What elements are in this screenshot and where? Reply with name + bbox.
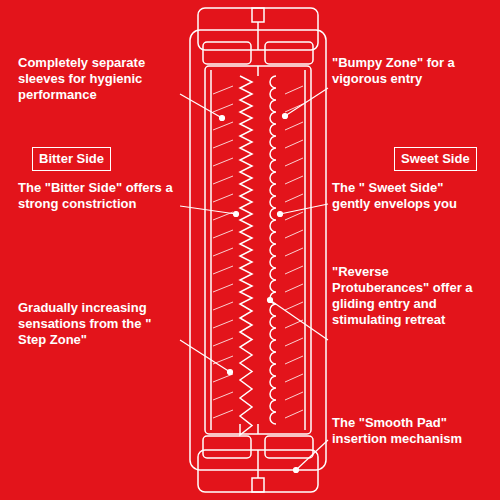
bitter-side-wall xyxy=(240,76,252,435)
hatch-line xyxy=(285,158,303,166)
leader-line xyxy=(280,204,328,214)
hatch-line xyxy=(213,86,233,94)
leader-dot xyxy=(283,114,288,119)
leader-lines xyxy=(180,88,328,473)
callout-text: The "Bitter Side" offers a strong constr… xyxy=(18,180,178,212)
bottom-notch xyxy=(252,478,264,492)
hatch-line xyxy=(213,266,233,274)
hatch-line xyxy=(285,212,303,220)
callout-text: "Bumpy Zone" for a vigorous entry xyxy=(332,55,484,87)
hatch-line xyxy=(213,374,233,382)
hatch-line xyxy=(285,140,303,148)
hatch-line xyxy=(285,194,303,202)
outer-body xyxy=(190,30,326,470)
side-tag-text: Sweet Side xyxy=(401,151,470,166)
top-cap xyxy=(198,8,318,50)
hatch-line xyxy=(213,248,233,256)
sleeve-wall xyxy=(304,70,306,430)
hatch-line xyxy=(213,284,233,292)
hatch-line xyxy=(285,176,303,184)
side-tag-text: Bitter Side xyxy=(39,151,104,166)
callout-text: The " Sweet Side" gently envelops you xyxy=(332,180,484,212)
leader-dot xyxy=(294,468,299,473)
callout-text: "Reverse Protuberances" offer a gliding … xyxy=(332,264,487,328)
sleeve-split xyxy=(257,66,259,76)
hatch-line xyxy=(285,302,303,310)
sleeve-end-cap xyxy=(203,42,251,64)
hatch-line xyxy=(213,338,233,346)
side-tag-box: Sweet Side xyxy=(394,147,477,171)
hatch-line xyxy=(213,302,233,310)
hatch-line xyxy=(213,194,233,202)
hatch-line xyxy=(213,392,233,400)
hatch-line xyxy=(213,104,233,112)
leader-line xyxy=(285,88,328,116)
sleeve-housing xyxy=(205,66,311,434)
sweet-side-wall xyxy=(270,76,276,424)
hatch-line xyxy=(213,122,233,130)
hatch-line xyxy=(285,284,303,292)
leader-line xyxy=(180,94,222,118)
sleeve-split xyxy=(257,424,259,434)
leader-line xyxy=(180,206,236,214)
top-notch xyxy=(252,8,264,22)
leader-dot xyxy=(220,116,225,121)
sleeve-hatching xyxy=(213,86,303,418)
hatch-line xyxy=(285,392,303,400)
hatch-line xyxy=(285,410,303,418)
hatch-line xyxy=(213,176,233,184)
hatch-line xyxy=(213,230,233,238)
leader-dot xyxy=(278,212,283,217)
bottom-divider xyxy=(257,450,259,478)
hatch-line xyxy=(213,410,233,418)
cup-outline xyxy=(190,8,326,492)
hatch-line xyxy=(285,230,303,238)
leader-dot xyxy=(234,212,239,217)
sleeve-end-cap xyxy=(265,42,313,64)
callout-text: Completely separate sleeves for hygienic… xyxy=(18,55,178,103)
leader-dot xyxy=(268,298,273,303)
leader-dot xyxy=(228,370,233,375)
callout-text: The "Smooth Pad" insertion mechanism xyxy=(332,415,484,447)
side-tag-box: Bitter Side xyxy=(32,147,111,171)
sleeve-wall xyxy=(210,70,212,430)
leader-line xyxy=(296,440,328,470)
hatch-line xyxy=(285,338,303,346)
leader-line xyxy=(270,300,328,340)
hatch-line xyxy=(213,158,233,166)
sleeve-end-cap xyxy=(203,436,251,458)
sleeve-end-cap xyxy=(265,436,313,458)
bottom-cap xyxy=(198,450,318,492)
top-divider xyxy=(257,22,259,50)
callout-text: Gradually increasing sensations from the… xyxy=(18,300,178,348)
hatch-line xyxy=(213,320,233,328)
hatch-line xyxy=(285,248,303,256)
hatch-line xyxy=(213,140,233,148)
hatch-line xyxy=(285,122,303,130)
leader-line xyxy=(180,340,230,372)
hatch-line xyxy=(285,374,303,382)
hatch-line xyxy=(285,356,303,364)
hatch-line xyxy=(285,86,303,94)
hatch-line xyxy=(285,266,303,274)
